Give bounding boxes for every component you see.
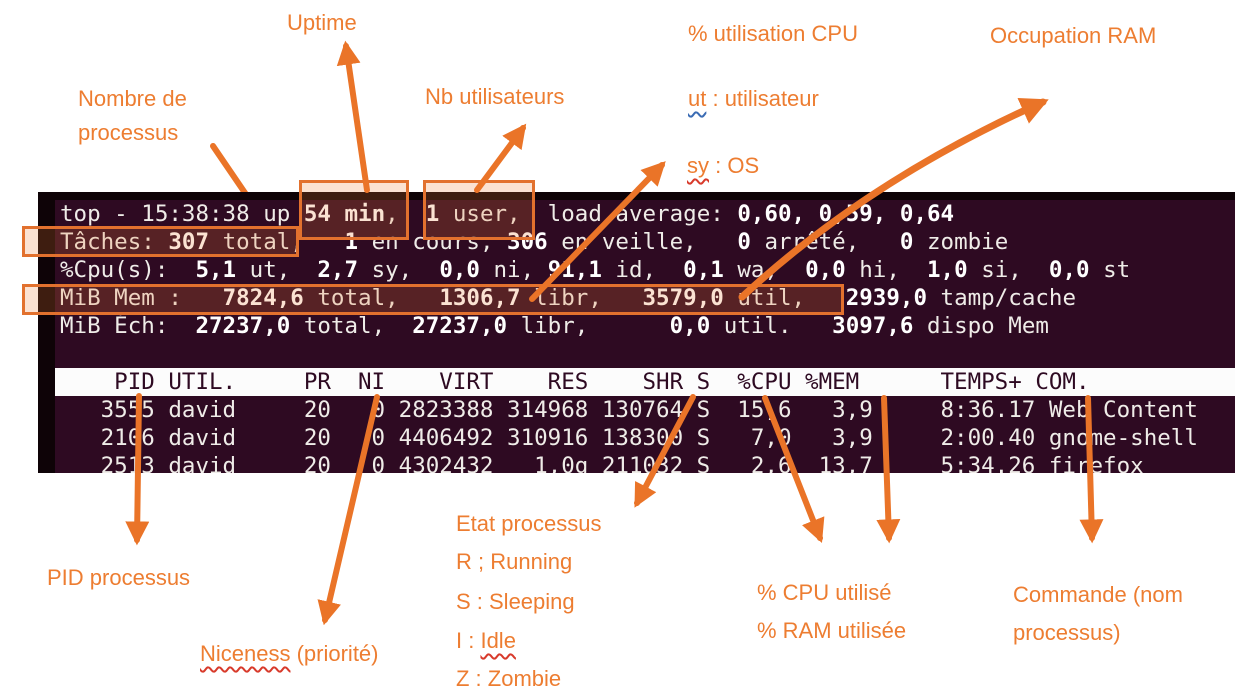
niceness-word: Niceness xyxy=(200,641,291,666)
nombre-processus-label: Nombre de processus xyxy=(78,86,187,145)
terminal-summary-line: MiB Éch: 27237,0 total, 27237,0 libr, 0,… xyxy=(60,313,1049,339)
commande-label: Commande (nom processus) xyxy=(1013,582,1183,645)
niceness-label: Niceness (priorité) xyxy=(200,637,379,671)
highlight-box-users xyxy=(423,180,535,240)
etat-i-head: I : xyxy=(456,628,481,653)
terminal-summary-line: %Cpu(s): 5,1 ut, 2,7 sy, 0,0 ni, 91,1 id… xyxy=(60,257,1131,283)
etat-i-idle: Idle xyxy=(480,628,516,653)
niceness-rest: (priorité) xyxy=(290,641,379,666)
nb-utilisateurs-label: Nb utilisateurs xyxy=(425,84,565,109)
process-row: 2513 david 20 0 4302432 1,0g 211032 S 2,… xyxy=(60,453,1144,473)
sy-os-label: sy : OS xyxy=(687,149,759,183)
etat-i-label: I : Idle xyxy=(456,624,516,658)
terminal-blank-line xyxy=(55,340,1235,368)
pct-cpu-utilise-label: % CPU utilisé xyxy=(757,580,892,605)
pct-ram-utilisee-label: % RAM utilisée xyxy=(757,618,907,643)
sy-abbr: sy xyxy=(687,153,709,178)
uptime-arrow xyxy=(336,40,370,193)
uptime-label: Uptime xyxy=(287,10,357,35)
highlight-box-mem xyxy=(22,284,844,315)
ut-abbr: ut xyxy=(688,86,707,111)
terminal-summary-line: top - 15:38:38 up 54 min, 1 user, load a… xyxy=(60,201,955,227)
ut-rest: : utilisateur xyxy=(706,86,819,111)
pct-utilisation-cpu-label: % utilisation CPU xyxy=(688,21,858,46)
etat-z-label: Z : Zombie xyxy=(456,666,562,691)
etat-processus-label: Etat processus xyxy=(456,511,602,536)
etat-s-label: S : Sleeping xyxy=(456,589,575,614)
occupation-ram-label: Occupation RAM xyxy=(990,23,1157,48)
etat-r-label: R ; Running xyxy=(456,549,573,574)
process-row: 2106 david 20 0 4406492 310916 138300 S … xyxy=(60,425,1198,451)
process-row: 3555 david 20 0 2823388 314968 130764 S … xyxy=(60,397,1198,423)
ut-utilisateur-label: ut : utilisateur xyxy=(688,82,819,116)
process-table-header: PID UTIL. PR NI VIRT RES SHR S %CPU %MEM… xyxy=(55,368,1235,396)
highlight-box-taches xyxy=(22,226,299,257)
pid-processus-label: PID processus xyxy=(47,565,191,590)
highlight-box-uptime xyxy=(299,180,409,240)
sy-rest: : OS xyxy=(709,153,760,178)
